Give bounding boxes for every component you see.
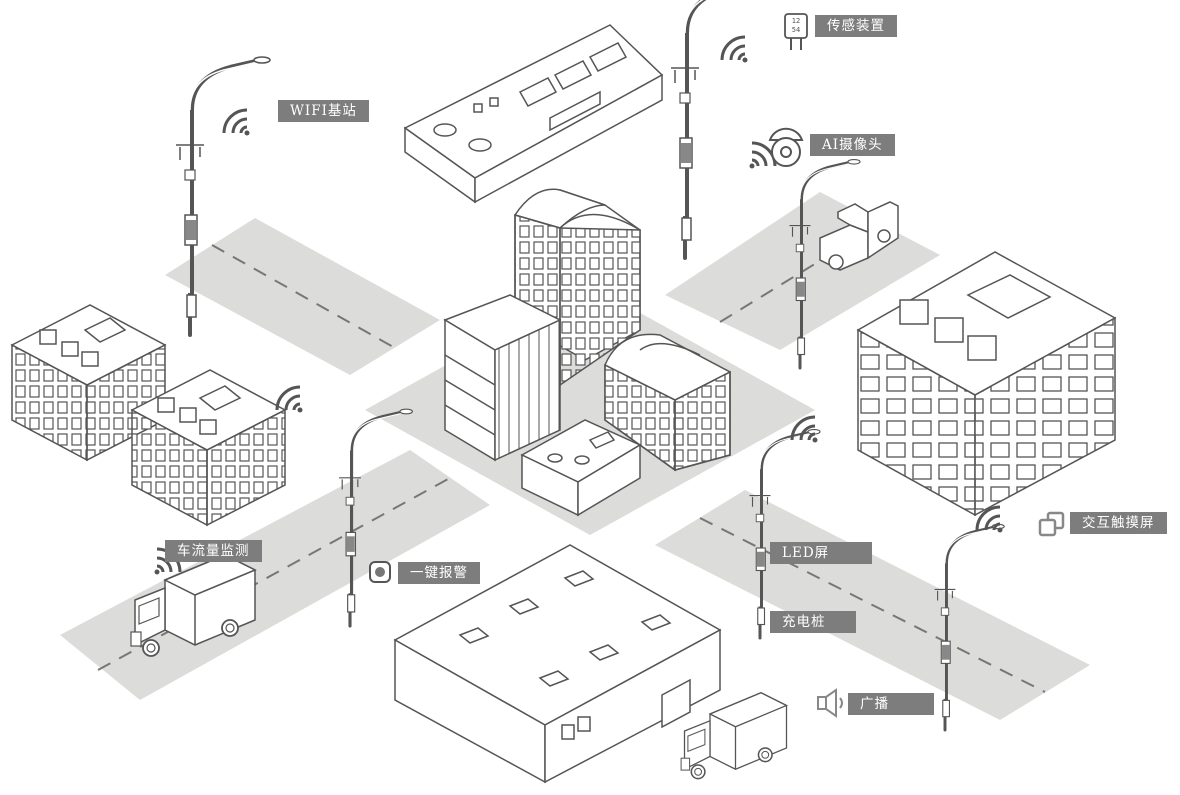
warehouse — [393, 544, 722, 784]
low-building — [520, 419, 642, 517]
pole-sensor — [669, 0, 767, 260]
left-buildings — [10, 304, 287, 527]
wifi-signal-icon — [748, 141, 777, 170]
left-office — [443, 294, 562, 462]
label-wifi: WIFI基站 — [278, 100, 369, 122]
label-traffic: 车流量监测 — [165, 540, 262, 562]
sensor-display-icon — [784, 13, 808, 50]
wifi-signal-icon — [222, 108, 251, 137]
label-led: LED屏 — [770, 542, 872, 564]
label-touchscreen: 交互触摸屏 — [1070, 512, 1167, 534]
speaker-icon — [817, 688, 843, 718]
camera-icon — [768, 127, 804, 167]
sensor-display-line2: 54 — [791, 26, 801, 34]
truck-bottom — [680, 691, 788, 780]
label-sensor: 传感装置 — [815, 15, 897, 37]
label-charging: 充电桩 — [770, 611, 856, 633]
wifi-signal-icon — [720, 35, 749, 64]
right-building — [856, 251, 1117, 517]
touchscreen-icon — [1038, 511, 1065, 537]
pickup-truck — [819, 201, 899, 271]
right-office — [604, 333, 731, 472]
long-building — [403, 24, 664, 204]
label-alarm: 一键报警 — [398, 562, 480, 584]
label-broadcast: 广播 — [848, 693, 934, 715]
sensor-display-line1: 12 — [791, 17, 801, 25]
alarm-button-icon — [369, 561, 391, 583]
label-ai-camera: AI摄像头 — [810, 134, 895, 156]
